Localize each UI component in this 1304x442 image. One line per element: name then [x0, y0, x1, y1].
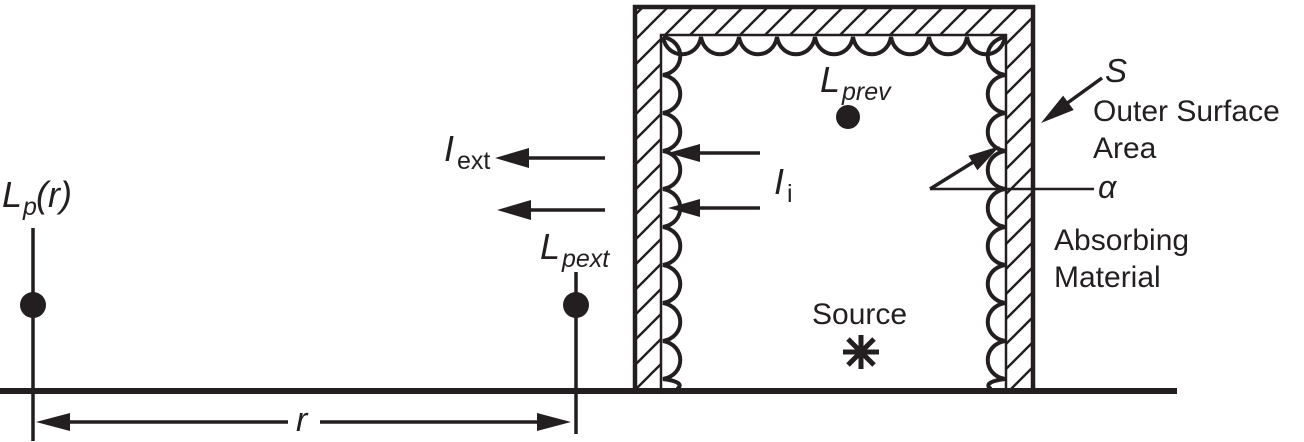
lpext-microphone-dot: [563, 292, 589, 318]
s-leader-line: [1064, 76, 1104, 106]
lpext-label-sub: pext: [561, 245, 610, 273]
ii-arrow-lower-head: [668, 199, 700, 217]
r-dimension-arrowhead-left: [36, 413, 70, 431]
lprev-label-main: L: [820, 59, 840, 100]
lp-r-label-sub: p: [22, 193, 37, 221]
absorbing-material-label-line1: Absorbing: [1054, 224, 1189, 257]
s-label: S: [1105, 52, 1127, 89]
iext-label-main: I: [444, 128, 454, 169]
lp-r-label-suffix: (r): [36, 174, 72, 215]
lprev-label-sub: prev: [841, 78, 892, 106]
enclosure-outer-boundary: [632, 4, 1036, 393]
r-dimension-arrowhead-right: [537, 413, 571, 431]
absorbing-lining-left-wave: [662, 35, 683, 391]
ii-label-main: I: [774, 161, 784, 202]
source-label: Source: [812, 298, 907, 331]
iext-arrow-lower-head: [497, 200, 531, 220]
source-asterisk: [843, 335, 879, 369]
enclosure-inner-boundary: [659, 33, 1008, 393]
alpha-leader-arrowhead: [968, 146, 1000, 171]
alpha-leader-diagonal: [929, 159, 976, 191]
outer-surface-label-line1: Outer Surface: [1093, 95, 1280, 128]
r-dimension-label: r: [296, 401, 309, 439]
lp-r-microphone-dot: [20, 292, 46, 318]
lpext-label-main: L: [540, 226, 560, 267]
lp-r-label-main: L: [2, 174, 22, 215]
absorbing-lining-top-wave: [661, 36, 1007, 57]
outer-surface-label-line2: Area: [1093, 132, 1157, 165]
iext-label-sub: ext: [457, 147, 490, 175]
ii-arrow-upper-head: [668, 144, 700, 162]
alpha-label: α: [1098, 169, 1117, 205]
s-leader-arrowhead: [1041, 95, 1074, 123]
iext-arrow-upper-head: [495, 148, 529, 168]
absorbing-material-label-line2: Material: [1054, 261, 1161, 294]
lprev-dot: [836, 105, 860, 129]
absorbing-lining-right-wave: [985, 35, 1006, 391]
ii-label-sub: i: [787, 180, 793, 208]
